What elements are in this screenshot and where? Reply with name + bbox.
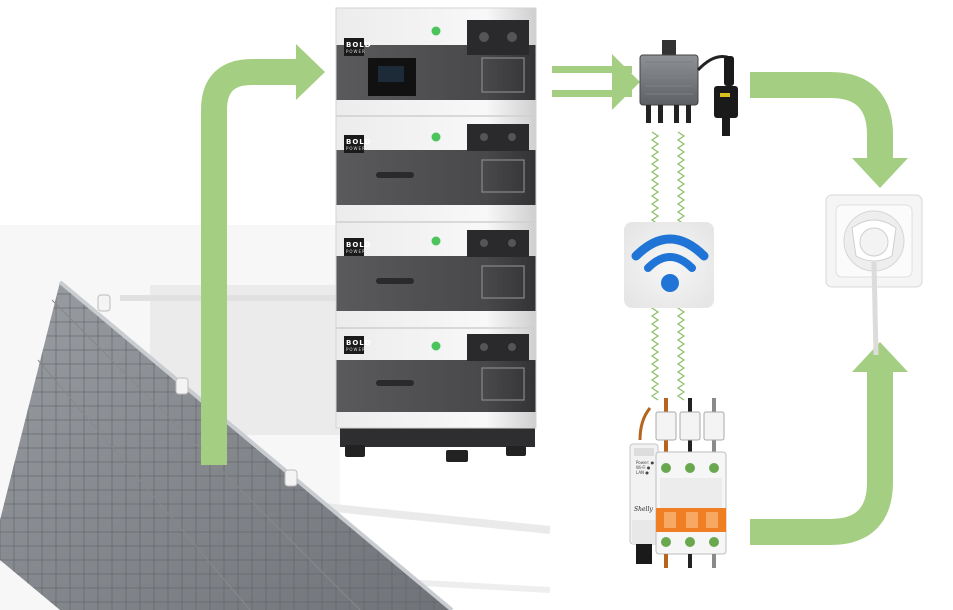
status-led (431, 26, 441, 36)
arrow-battery-to-inverter (552, 54, 640, 110)
brand-logo: BOLD POWER (346, 138, 372, 151)
micro-inverter-icon (639, 40, 738, 136)
circuit-breaker-icon (655, 398, 727, 568)
arrow-solar-to-battery (201, 59, 300, 465)
battery-module-1 (336, 116, 536, 222)
wifi-icon (624, 222, 714, 308)
battery-module-2 (336, 222, 536, 328)
brand-logo: BOLD POWER (346, 241, 372, 254)
smart-relay-icon (629, 407, 659, 564)
battery-module-3 (336, 328, 536, 428)
arrowhead-socket-top (852, 158, 908, 188)
arrowhead-battery (296, 44, 325, 100)
relay-brand-label: Shelly (634, 506, 653, 513)
plug-icon (851, 219, 897, 356)
brand-logo: BOLD POWER (346, 339, 372, 352)
relay-spec-labels: Power: ● Wi-Fi ● LAN ● (636, 460, 655, 475)
arrow-inverter-to-socket (750, 72, 893, 165)
arrowhead-socket-bottom (852, 342, 908, 372)
brand-logo: BOLD POWER (346, 41, 372, 54)
arrow-relay-to-socket (750, 370, 893, 545)
